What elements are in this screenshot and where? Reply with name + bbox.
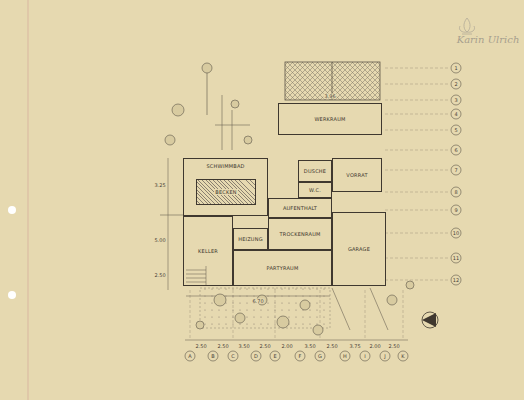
dimension: 2.50: [387, 344, 400, 349]
room: GARAGE: [332, 212, 386, 286]
grid-number: 2: [454, 82, 457, 87]
room-label: BECKEN: [214, 189, 237, 195]
room: PARTYRAUM: [233, 250, 332, 286]
room-label: VORRAT: [345, 172, 368, 178]
room-label: PARTYRAUM: [266, 265, 300, 271]
grid-letter: J: [384, 354, 385, 359]
room-label: AUFENTHALT: [282, 205, 318, 211]
dimension: 5.00: [153, 238, 166, 243]
room: VORRAT: [332, 158, 382, 192]
grid-number: 11: [453, 256, 459, 261]
dimension: 2.50: [216, 344, 229, 349]
grid-number: 1: [454, 66, 457, 71]
dimension: 2.50: [325, 344, 338, 349]
room: DUSCHE: [298, 160, 332, 182]
room: WERKRAUM: [278, 103, 382, 135]
grid-letter: A: [188, 354, 191, 359]
dimension: 2.00: [280, 344, 293, 349]
grid-letter: C: [231, 354, 235, 359]
room-label: SCHWIMMBAD: [205, 163, 245, 169]
grid-letter: F: [299, 354, 302, 359]
grid-letter: E: [273, 354, 276, 359]
room-label: KELLER: [197, 248, 219, 254]
grid-number: 10: [453, 231, 459, 236]
dimension: 2.50: [153, 273, 166, 278]
dimension: 3.96: [323, 94, 336, 99]
grid-number: 12: [453, 278, 459, 283]
signature-watermark: Karin Ulrich: [457, 35, 520, 45]
grid-number: 3: [454, 98, 457, 103]
grid-number: 8: [454, 190, 457, 195]
room: SCHWIMMBAD BECKEN: [183, 158, 268, 216]
room-label: WERKRAUM: [313, 116, 346, 122]
grid-number: 5: [454, 128, 457, 133]
dimension: 2.50: [194, 344, 207, 349]
room-label: DUSCHE: [303, 168, 327, 174]
dimension: 2.00: [368, 344, 381, 349]
grid-letter: G: [318, 354, 322, 359]
grid-number: 4: [454, 112, 457, 117]
room: W.C.: [298, 182, 332, 198]
room: AUFENTHALT: [268, 198, 332, 218]
room-label: HEIZUNG: [237, 236, 264, 242]
dimension: 2.50: [258, 344, 271, 349]
grid-number: 6: [454, 148, 457, 153]
dimension: 3.50: [303, 344, 316, 349]
grid-number: 7: [454, 168, 457, 173]
room: KELLER: [183, 216, 233, 286]
room: HEIZUNG: [233, 228, 268, 250]
dimension: 3.25: [153, 183, 166, 188]
dimension: 6.70: [251, 299, 264, 304]
dimension: 3.75: [348, 344, 361, 349]
grid-letter: B: [211, 354, 214, 359]
room-label: GARAGE: [347, 246, 371, 252]
grid-letter: K: [401, 354, 404, 359]
room-label: TROCKENRAUM: [279, 231, 322, 237]
room: TROCKENRAUM: [268, 218, 332, 250]
grid-number: 9: [454, 208, 457, 213]
grid-letter: D: [254, 354, 258, 359]
room-label: W.C.: [308, 187, 322, 193]
dimension: 3.50: [237, 344, 250, 349]
grid-letter: I: [364, 354, 365, 359]
pool-basin: BECKEN: [196, 179, 256, 205]
grid-letter: H: [343, 354, 347, 359]
